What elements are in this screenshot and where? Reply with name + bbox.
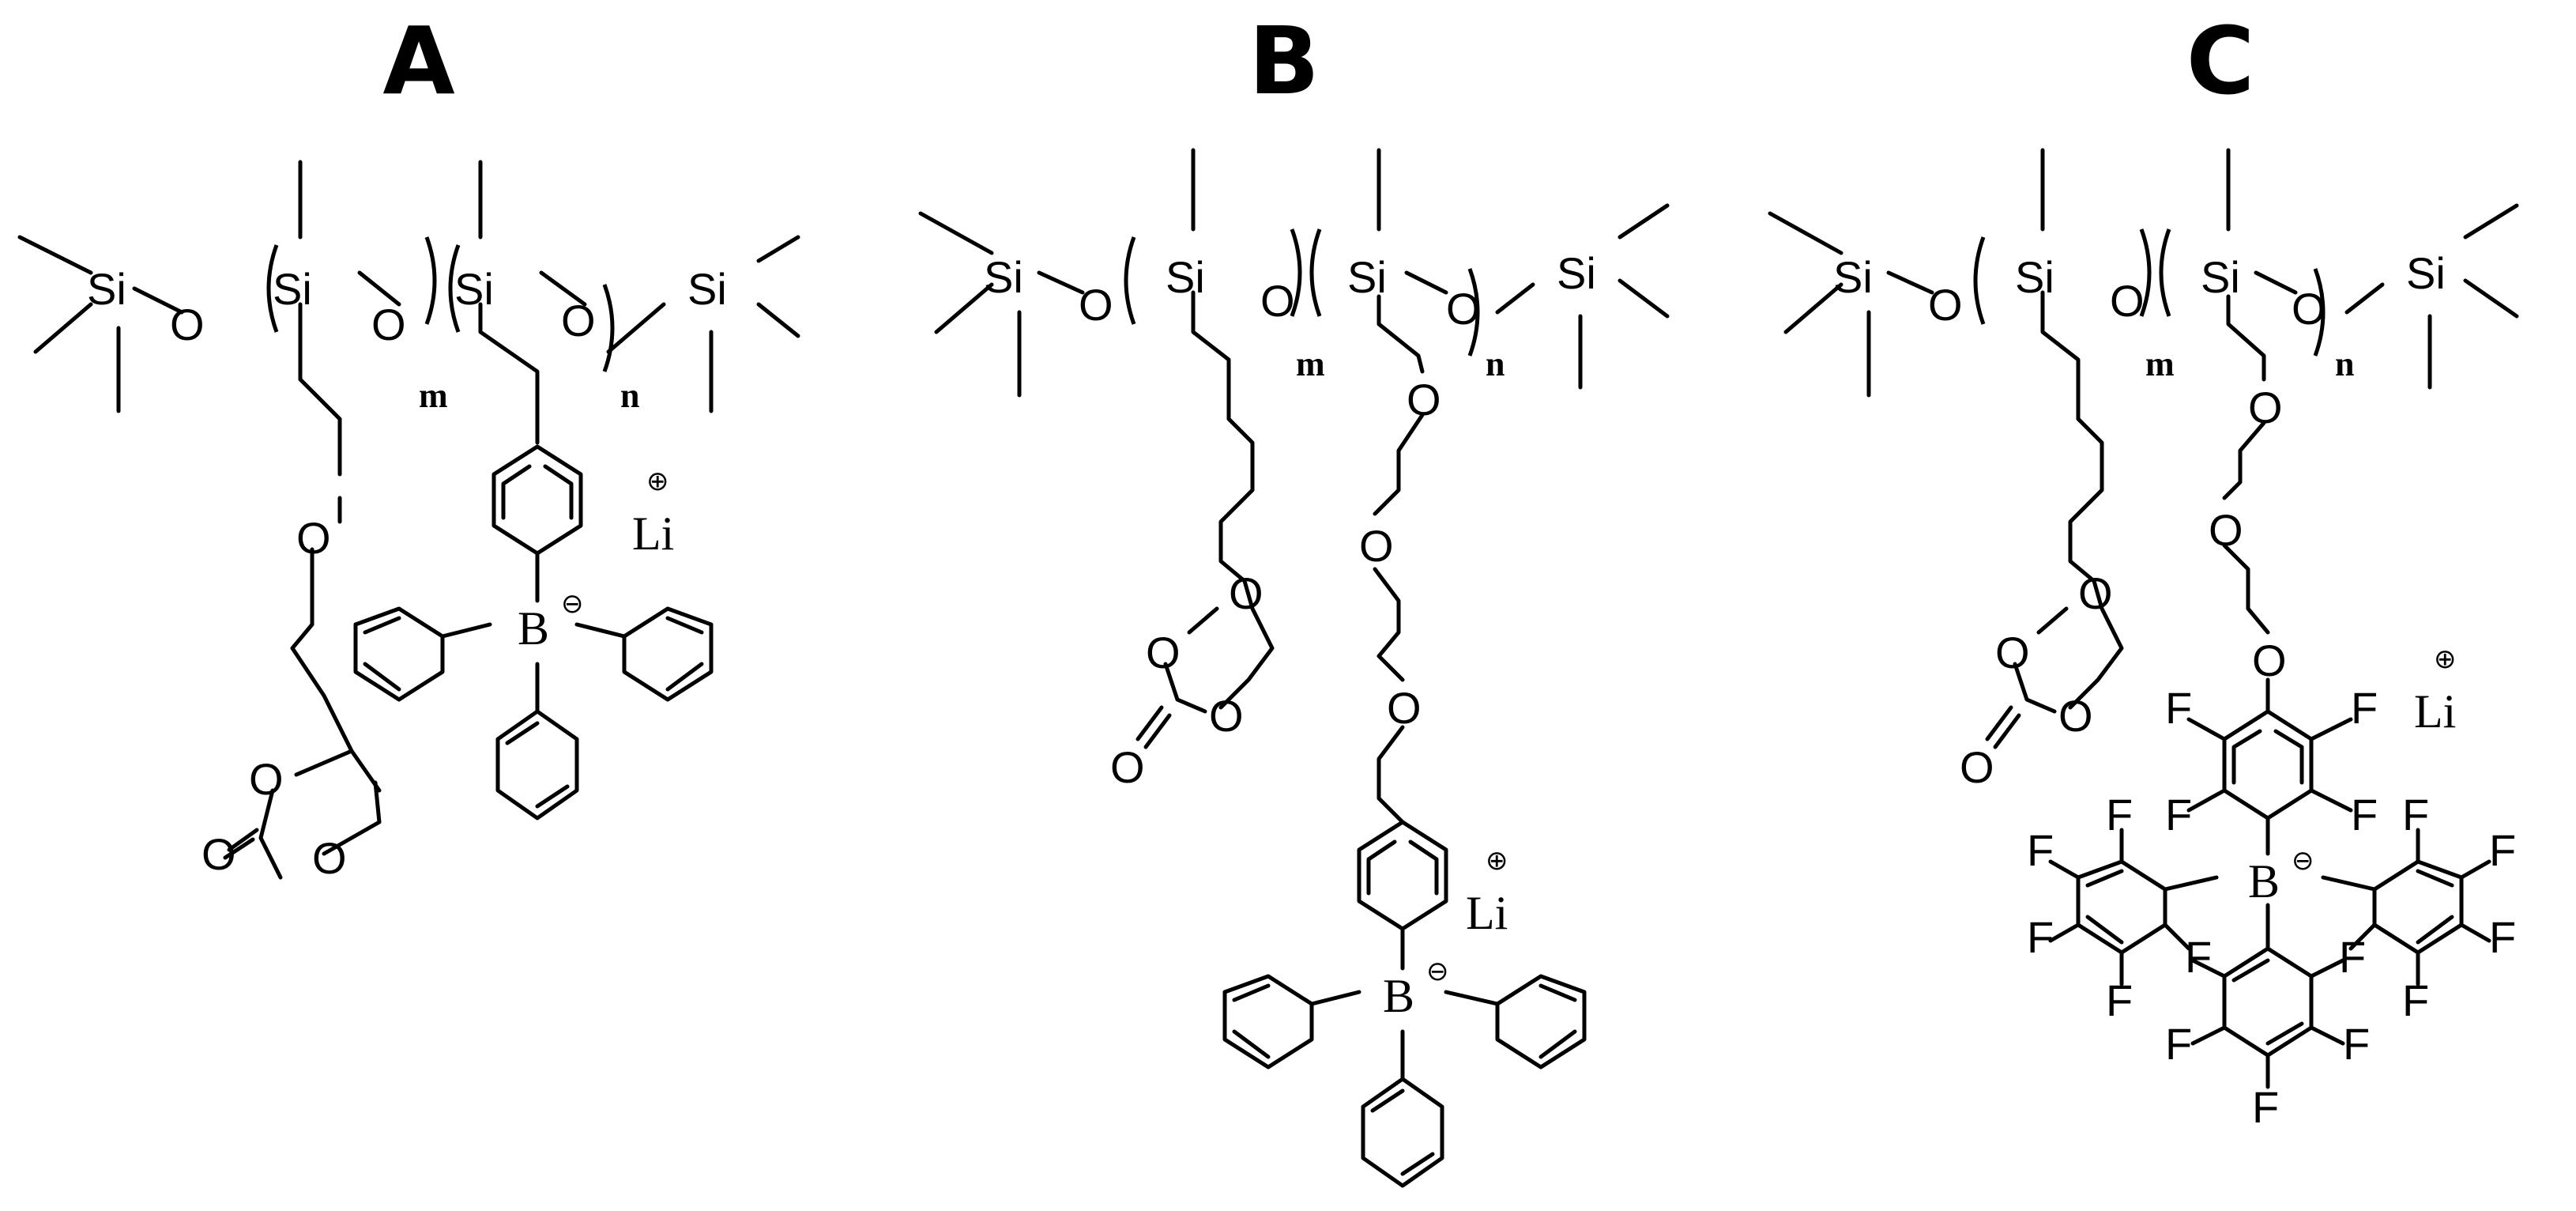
fluorine-labels: F F F F F F F F F F F F F F F F F (2027, 683, 2516, 1132)
o-atom: O (561, 296, 596, 345)
o-atom: O (1446, 284, 1481, 334)
structure-b-bonds (918, 148, 1670, 1188)
o-atom: O (2209, 505, 2243, 555)
panel-label-c: C (2186, 6, 2255, 115)
o-atom: O (2058, 691, 2093, 741)
li-atom: Li (2414, 685, 2456, 738)
si-atom: Si (1347, 252, 1387, 302)
subscript-n: n (620, 376, 639, 415)
si-atom: Si (454, 264, 494, 314)
si-atom: Si (2406, 248, 2446, 298)
o-atom: O (1407, 375, 1441, 424)
b-atom: B (2248, 855, 2280, 907)
structure-c-bonds (1768, 148, 2519, 1089)
o-atom: O (1260, 276, 1295, 326)
subscript-m: m (1296, 345, 1325, 383)
o-atom: O (1960, 742, 1994, 792)
li-atom: Li (1466, 887, 1508, 939)
si-atom: Si (273, 264, 312, 314)
o-atom: O (312, 833, 347, 883)
f-atom: F (2402, 790, 2429, 839)
si-atom: Si (1833, 252, 1873, 302)
o-atom: O (1387, 683, 1422, 733)
b-atom: B (1383, 970, 1414, 1022)
o-atom: O (1229, 568, 1264, 618)
b-atom: B (518, 602, 549, 655)
structure-c: Si O Si O Si O Si m n O O O O O O O B ⊖ … (1768, 148, 2519, 1132)
panel-label-b: B (1248, 6, 1320, 115)
f-atom: F (2106, 975, 2133, 1025)
f-atom: F (2106, 790, 2133, 839)
subscript-n: n (1486, 345, 1505, 383)
f-atom: F (2027, 912, 2054, 962)
o-atom: O (1110, 742, 1145, 792)
si-atom: Si (2201, 252, 2240, 302)
panel-label-a: A (382, 6, 454, 115)
f-atom: F (2489, 912, 2516, 962)
si-atom: Si (1166, 252, 1205, 302)
o-atom: O (1928, 280, 1963, 330)
o-atom: O (201, 829, 236, 879)
o-atom: O (170, 300, 205, 349)
b-charge: ⊖ (2292, 845, 2314, 877)
f-atom: F (2351, 790, 2378, 839)
structure-b: Si O Si O Si O Si m n O O O O O O O B ⊖ … (918, 148, 1670, 1188)
si-atom: Si (984, 252, 1023, 302)
o-atom: O (1146, 628, 1181, 677)
si-atom: Si (87, 264, 126, 314)
o-atom: O (2252, 636, 2287, 685)
si-atom: Si (2015, 252, 2054, 302)
o-atom: O (1209, 691, 1244, 741)
si-atom: Si (1557, 248, 1596, 298)
li-charge: ⊕ (646, 466, 669, 497)
b-charge: ⊖ (561, 588, 584, 620)
li-atom: Li (632, 507, 674, 560)
f-atom: F (2351, 683, 2378, 733)
o-atom: O (2292, 284, 2326, 334)
o-atom: O (1359, 521, 1394, 571)
f-atom: F (2165, 683, 2192, 733)
o-atom: O (1995, 628, 2030, 677)
f-atom: F (2402, 975, 2429, 1025)
o-atom: O (2078, 568, 2113, 618)
f-atom: F (2185, 932, 2212, 982)
f-atom: F (2027, 825, 2054, 875)
o-atom: O (249, 754, 284, 804)
si-atom: Si (687, 264, 727, 314)
subscript-n: n (2335, 345, 2354, 383)
o-atom: O (2248, 383, 2283, 432)
li-charge: ⊕ (2434, 643, 2457, 675)
o-atom: O (296, 513, 331, 563)
f-atom: F (2165, 1019, 2192, 1069)
subscript-m: m (2145, 345, 2175, 383)
o-atom: O (1079, 280, 1113, 330)
f-atom: F (2252, 1082, 2279, 1132)
f-atom: F (2165, 790, 2192, 839)
f-atom: F (2339, 932, 2366, 982)
f-atom: F (2489, 825, 2516, 875)
b-charge: ⊖ (1426, 956, 1449, 987)
f-atom: F (2343, 1019, 2370, 1069)
o-atom: O (371, 300, 406, 349)
subscript-m: m (419, 376, 448, 415)
o-atom: O (2110, 276, 2145, 326)
structure-a: Si O Si O Si O Si m n O O O O B ⊖ Li ⊕ (17, 160, 800, 883)
li-charge: ⊕ (1486, 845, 1508, 877)
structure-a-bonds (17, 160, 800, 880)
